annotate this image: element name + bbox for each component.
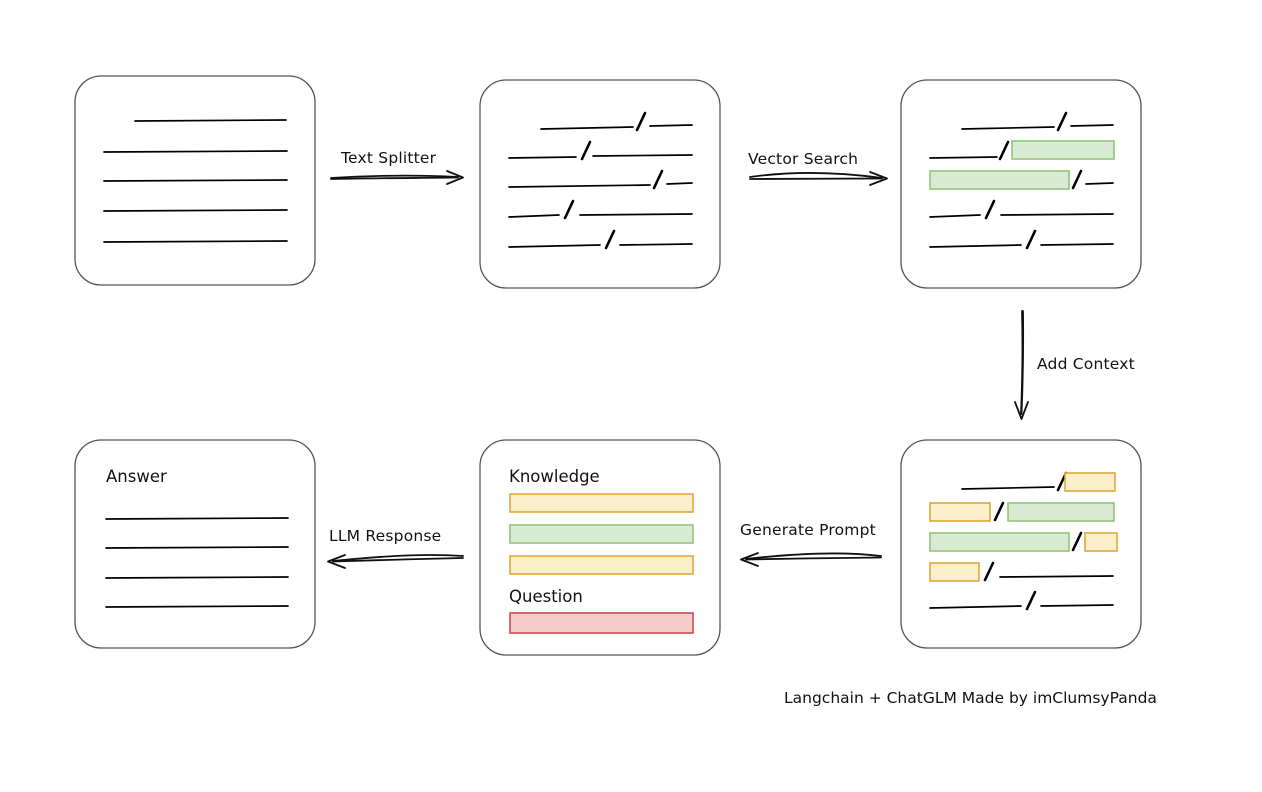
llm-response-label: LLM Response xyxy=(329,527,441,545)
footer-credit: Langchain + ChatGLM Made by imClumsyPand… xyxy=(784,689,1157,707)
segment-slash xyxy=(604,229,616,250)
answer-line xyxy=(105,605,289,608)
document-segment xyxy=(929,214,981,218)
answer-card-node[interactable]: Answer xyxy=(74,439,316,649)
segment-slash xyxy=(998,140,1010,161)
matched-highlight-green xyxy=(929,170,1070,190)
document-segment xyxy=(929,244,1022,248)
document-segment xyxy=(961,486,1055,490)
add-context-edge[interactable]: Add Context xyxy=(1014,310,1135,420)
generate-prompt-arrow-shaft-2 xyxy=(745,556,882,561)
context-highlight-yellow xyxy=(929,502,991,522)
document-segment xyxy=(999,575,1114,578)
generate-prompt-edge[interactable]: Generate Prompt xyxy=(740,521,882,567)
matched-document-node[interactable] xyxy=(900,79,1142,289)
segment-slash xyxy=(580,140,592,161)
split-document-node[interactable] xyxy=(479,79,721,289)
llm-response-arrow-shaft xyxy=(332,554,464,562)
segment-slash xyxy=(984,199,996,220)
source-document-node[interactable] xyxy=(74,75,316,286)
segment-slash xyxy=(1025,229,1037,250)
vector-search-arrow-head xyxy=(869,171,888,186)
knowledge-label: Knowledge xyxy=(509,467,600,486)
document-segment xyxy=(540,126,634,130)
add-context-arrow-shaft-2 xyxy=(1020,310,1025,415)
document-segment xyxy=(508,156,577,159)
text-splitter-arrow-head xyxy=(446,170,464,185)
text-splitter-arrow-shaft xyxy=(330,174,459,179)
knowledge-bar-yellow xyxy=(509,555,694,575)
generate-prompt-arrow-head xyxy=(740,552,759,567)
document-segment xyxy=(649,124,693,127)
vector-search-arrow-shaft-2 xyxy=(749,177,883,180)
segment-slash xyxy=(983,561,995,582)
document-segment xyxy=(508,184,651,188)
context-highlight-green xyxy=(929,532,1070,552)
answer-line xyxy=(105,576,289,579)
answer-line xyxy=(105,517,289,520)
document-line xyxy=(103,150,288,153)
document-segment xyxy=(1070,124,1114,127)
question-bar-red xyxy=(509,612,694,634)
answer-card-frame xyxy=(74,439,316,649)
document-segment xyxy=(508,214,560,218)
context-document-node[interactable] xyxy=(900,439,1142,649)
context-highlight-yellow xyxy=(1064,472,1116,492)
knowledge-bar-yellow xyxy=(509,493,694,513)
document-line xyxy=(103,179,288,182)
document-segment xyxy=(929,156,998,159)
llm-response-edge[interactable]: LLM Response xyxy=(327,527,464,569)
segment-slash xyxy=(1056,111,1068,132)
answer-label: Answer xyxy=(106,467,167,486)
document-line xyxy=(103,209,288,212)
text-splitter-arrow-shaft-2 xyxy=(330,176,459,180)
context-highlight-yellow xyxy=(1084,532,1118,552)
segment-slash xyxy=(635,111,647,132)
document-segment xyxy=(579,213,693,216)
split-document-frame xyxy=(479,79,721,289)
matched-highlight-green xyxy=(1011,140,1115,160)
document-segment xyxy=(1040,604,1114,607)
vector-search-edge[interactable]: Vector Search xyxy=(748,150,888,186)
prompt-card-node[interactable]: Knowledge Question xyxy=(479,439,721,656)
add-context-label: Add Context xyxy=(1037,355,1135,373)
segment-slash xyxy=(563,199,575,220)
question-label: Question xyxy=(509,587,583,606)
document-segment xyxy=(1040,243,1114,246)
knowledge-bar-green xyxy=(509,524,694,544)
answer-line xyxy=(105,546,289,549)
llm-response-arrow-shaft-2 xyxy=(332,557,464,563)
segment-slash xyxy=(1071,531,1083,552)
generate-prompt-arrow-shaft xyxy=(745,552,882,560)
add-context-arrow-head xyxy=(1014,401,1029,420)
document-segment xyxy=(508,244,601,248)
segment-slash xyxy=(1025,590,1037,611)
segment-slash xyxy=(1071,169,1083,190)
segment-slash xyxy=(993,501,1005,522)
segment-slash xyxy=(652,169,664,190)
vector-search-arrow-shaft xyxy=(749,171,883,179)
document-line xyxy=(134,119,287,122)
vector-search-label: Vector Search xyxy=(748,150,858,168)
document-line xyxy=(103,240,288,243)
document-segment xyxy=(666,182,693,185)
document-segment xyxy=(929,605,1022,609)
document-segment xyxy=(961,126,1055,130)
llm-response-arrow-head xyxy=(327,554,346,569)
document-segment xyxy=(592,154,693,157)
context-highlight-green xyxy=(1007,502,1115,522)
document-segment xyxy=(1085,182,1114,185)
text-splitter-label: Text Splitter xyxy=(340,149,437,167)
context-highlight-yellow xyxy=(929,562,980,582)
text-splitter-edge[interactable]: Text Splitter xyxy=(330,149,464,185)
generate-prompt-label: Generate Prompt xyxy=(740,521,876,539)
document-segment xyxy=(1000,213,1114,216)
document-segment xyxy=(619,243,693,246)
